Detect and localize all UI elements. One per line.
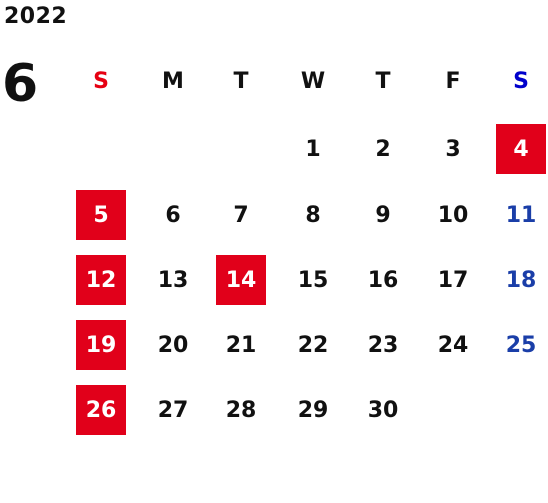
day-cell[interactable]: 23 xyxy=(367,332,399,358)
day-cell[interactable]: 13 xyxy=(157,267,189,293)
day-cell[interactable]: 26 xyxy=(76,385,126,435)
day-cell[interactable]: 24 xyxy=(437,332,469,358)
day-cell[interactable]: 1 xyxy=(305,136,321,162)
day-cell[interactable]: 14 xyxy=(216,255,266,305)
day-cell[interactable]: 9 xyxy=(375,202,391,228)
weekday-header: S xyxy=(93,68,109,94)
month-label: 6 xyxy=(2,54,39,114)
year-label: 2022 xyxy=(4,4,68,29)
day-cell[interactable]: 17 xyxy=(437,267,469,293)
day-cell[interactable]: 8 xyxy=(305,202,321,228)
day-cell[interactable]: 11 xyxy=(505,202,537,228)
day-cell[interactable]: 10 xyxy=(437,202,469,228)
weekday-header: T xyxy=(375,68,391,94)
weekday-header: S xyxy=(513,68,529,94)
day-cell[interactable]: 22 xyxy=(297,332,329,358)
day-cell[interactable]: 29 xyxy=(297,397,329,423)
day-cell[interactable]: 25 xyxy=(505,332,537,358)
day-cell[interactable]: 15 xyxy=(297,267,329,293)
day-cell[interactable]: 27 xyxy=(157,397,189,423)
weekday-header: W xyxy=(300,68,326,94)
day-cell[interactable]: 19 xyxy=(76,320,126,370)
day-cell[interactable]: 5 xyxy=(76,190,126,240)
day-cell[interactable]: 21 xyxy=(225,332,257,358)
day-cell[interactable]: 7 xyxy=(233,202,249,228)
day-cell[interactable]: 18 xyxy=(505,267,537,293)
weekday-header: T xyxy=(233,68,249,94)
day-cell[interactable]: 30 xyxy=(367,397,399,423)
day-cell[interactable]: 20 xyxy=(157,332,189,358)
day-cell[interactable]: 3 xyxy=(445,136,461,162)
weekday-header: F xyxy=(445,68,461,94)
day-cell[interactable]: 28 xyxy=(225,397,257,423)
day-cell[interactable]: 4 xyxy=(496,124,546,174)
day-cell[interactable]: 12 xyxy=(76,255,126,305)
weekday-header: M xyxy=(162,68,184,94)
day-cell[interactable]: 16 xyxy=(367,267,399,293)
day-cell[interactable]: 6 xyxy=(165,202,181,228)
day-cell[interactable]: 2 xyxy=(375,136,391,162)
